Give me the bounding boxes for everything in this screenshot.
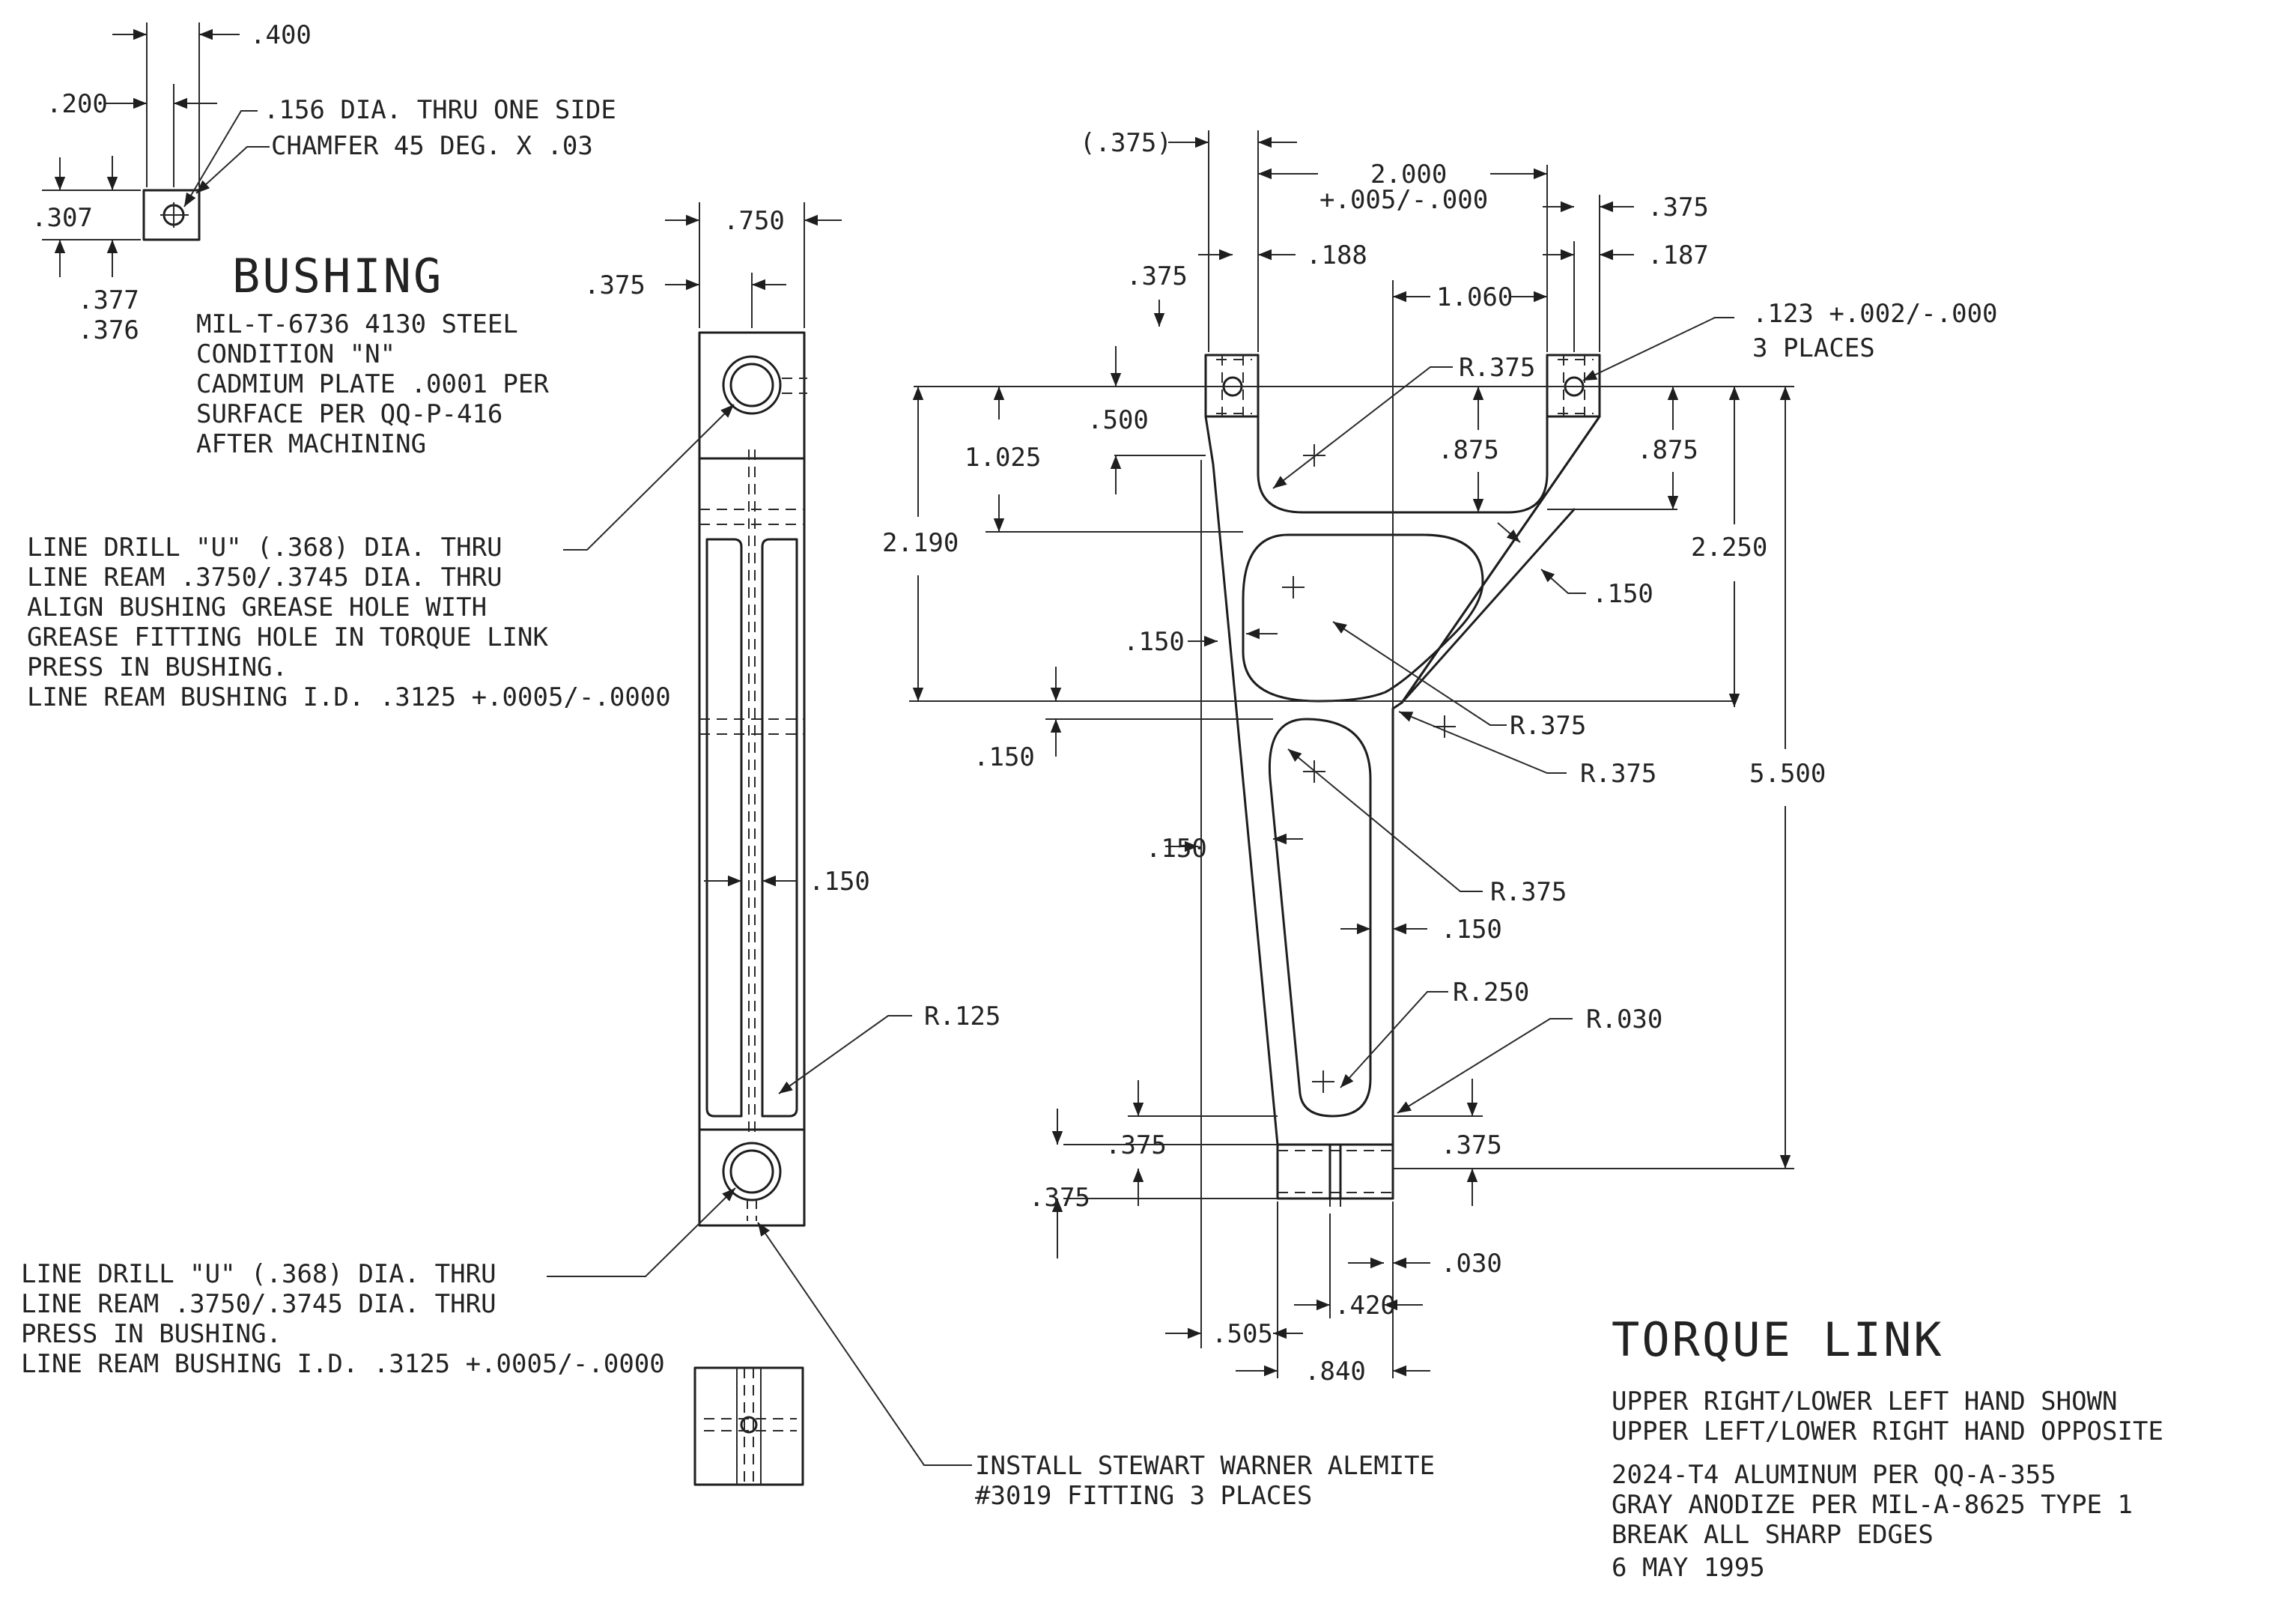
material-line: 2024-T4 ALUMINUM PER QQ-A-355 bbox=[1612, 1460, 2056, 1490]
top-bore-note-line: LINE REAM BUSHING I.D. .3125 +.0005/-.00… bbox=[27, 682, 671, 712]
dim-2190: 2.190 bbox=[882, 528, 959, 558]
dim-bushing-376: .376 bbox=[78, 315, 139, 345]
fitting-note-line: INSTALL STEWART WARNER ALEMITE bbox=[975, 1451, 1435, 1481]
drawing-title: TORQUE LINK bbox=[1612, 1312, 1944, 1367]
dim-2250: 2.250 bbox=[1691, 533, 1767, 563]
dim-375-bottom-left: .375 bbox=[1105, 1130, 1167, 1160]
dim-r375-d: R.375 bbox=[1490, 877, 1567, 907]
bottom-bore-note-line: LINE REAM .3750/.3745 DIA. THRU bbox=[21, 1289, 496, 1319]
torque-link-outline bbox=[1204, 354, 1601, 1200]
dim-side-r125: R.125 bbox=[924, 1002, 1000, 1031]
dim-1060: 1.060 bbox=[1436, 282, 1513, 312]
bushing-body bbox=[142, 189, 201, 241]
top-bore-note-line: LINE DRILL "U" (.368) DIA. THRU bbox=[27, 533, 502, 563]
dim-side-150: .150 bbox=[809, 867, 870, 897]
side-view-body bbox=[698, 331, 806, 1227]
dim-150-c: .150 bbox=[974, 742, 1035, 772]
dim-375-bottom-right: .375 bbox=[1441, 1130, 1502, 1160]
bushing-spec-line: MIL-T-6736 4130 STEEL bbox=[196, 309, 518, 339]
top-bore-note-line: ALIGN BUSHING GREASE HOLE WITH bbox=[27, 593, 487, 622]
material-line: BREAK ALL SHARP EDGES bbox=[1612, 1520, 1934, 1550]
hand-note-line: UPPER LEFT/LOWER RIGHT HAND OPPOSITE bbox=[1612, 1416, 2163, 1446]
dim-150-a: .150 bbox=[1592, 579, 1653, 609]
dim-5500: 5.500 bbox=[1749, 759, 1826, 789]
dim-420: .420 bbox=[1334, 1291, 1396, 1321]
dim-ref-375: (.375) bbox=[1080, 128, 1172, 158]
bottom-bore-note-line: LINE DRILL "U" (.368) DIA. THRU bbox=[21, 1259, 496, 1289]
dim-187: .187 bbox=[1647, 240, 1709, 270]
dim-bushing-377: .377 bbox=[78, 285, 139, 315]
title-block: TORQUE LINK UPPER RIGHT/LOWER LEFT HAND … bbox=[1612, 1312, 2163, 1583]
dim-2000-tolerance: +.005/-.000 bbox=[1319, 185, 1488, 215]
end-view bbox=[693, 1366, 804, 1486]
top-bore-note-line: PRESS IN BUSHING. bbox=[27, 652, 288, 682]
dim-bushing-200: .200 bbox=[46, 89, 108, 119]
side-view: .750 .375 .150 R.125 LINE DRILL "U" (.36… bbox=[21, 202, 1435, 1511]
bushing-spec-line: SURFACE PER QQ-P-416 bbox=[196, 399, 502, 429]
dim-505: .505 bbox=[1212, 1319, 1273, 1349]
upper-pocket bbox=[1242, 533, 1484, 703]
dim-bushing-400: .400 bbox=[250, 20, 312, 50]
dim-875-left: .875 bbox=[1438, 435, 1499, 465]
material-line: GRAY ANODIZE PER MIL-A-8625 TYPE 1 bbox=[1612, 1490, 2133, 1520]
dim-375-far-left: .375 bbox=[1029, 1183, 1090, 1213]
lower-pocket bbox=[1268, 718, 1372, 1118]
fitting-note-line: #3019 FITTING 3 PLACES bbox=[975, 1481, 1312, 1511]
dim-375-top-right: .375 bbox=[1647, 193, 1709, 222]
top-bore-note-line: GREASE FITTING HOLE IN TORQUE LINK bbox=[27, 622, 549, 652]
bushing-chamfer-note: CHAMFER 45 DEG. X .03 bbox=[271, 131, 593, 161]
top-bore-note-line: LINE REAM .3750/.3745 DIA. THRU bbox=[27, 563, 502, 593]
dim-hole-diameter: .123 +.002/-.000 bbox=[1752, 299, 1998, 329]
dim-bushing-307: .307 bbox=[31, 203, 93, 233]
dim-188: .188 bbox=[1306, 240, 1367, 270]
bushing-title: BUSHING bbox=[232, 249, 443, 303]
dim-r030: R.030 bbox=[1586, 1005, 1662, 1034]
bushing-hole-note: .156 DIA. THRU ONE SIDE bbox=[264, 95, 616, 125]
dim-hole-places: 3 PLACES bbox=[1752, 333, 1875, 363]
bottom-bore-note-line: PRESS IN BUSHING. bbox=[21, 1319, 282, 1349]
bushing-spec-line: AFTER MACHINING bbox=[196, 429, 426, 459]
drawing-date: 6 MAY 1995 bbox=[1612, 1553, 1765, 1583]
dim-150-d: .150 bbox=[1146, 834, 1207, 864]
bushing-detail: .400 .200 .307 .377 .376 .156 DIA. THRU … bbox=[31, 20, 616, 459]
bottom-bore-note-line: LINE REAM BUSHING I.D. .3125 +.0005/-.00… bbox=[21, 1349, 665, 1379]
dim-r375-a: R.375 bbox=[1459, 353, 1535, 383]
dim-1025: 1.025 bbox=[965, 443, 1041, 473]
dim-150-e: .150 bbox=[1441, 915, 1502, 945]
dim-375-top-left: .375 bbox=[1126, 261, 1188, 291]
dim-r250: R.250 bbox=[1453, 978, 1529, 1008]
dim-500: .500 bbox=[1087, 405, 1149, 435]
dim-030: .030 bbox=[1441, 1249, 1502, 1279]
dim-side-375: .375 bbox=[584, 270, 646, 300]
dim-840: .840 bbox=[1305, 1357, 1366, 1387]
front-view: (.375) 2.000 +.005/-.000 .375 .187 .375 … bbox=[882, 128, 1998, 1387]
dim-2000: 2.000 bbox=[1370, 160, 1447, 190]
dim-side-750: .750 bbox=[723, 206, 785, 236]
hand-note-line: UPPER RIGHT/LOWER LEFT HAND SHOWN bbox=[1612, 1387, 2118, 1416]
top-bushing-circle bbox=[722, 355, 782, 415]
bottom-boss bbox=[1276, 1143, 1394, 1200]
bottom-bushing-circle bbox=[722, 1142, 782, 1202]
bushing-spec-line: CONDITION "N" bbox=[196, 339, 395, 369]
dim-875-right: .875 bbox=[1637, 435, 1698, 465]
dim-r375-b: R.375 bbox=[1510, 711, 1586, 741]
dim-150-b: .150 bbox=[1123, 627, 1185, 657]
bushing-spec-line: CADMIUM PLATE .0001 PER bbox=[196, 369, 549, 399]
dim-r375-c: R.375 bbox=[1580, 759, 1656, 789]
